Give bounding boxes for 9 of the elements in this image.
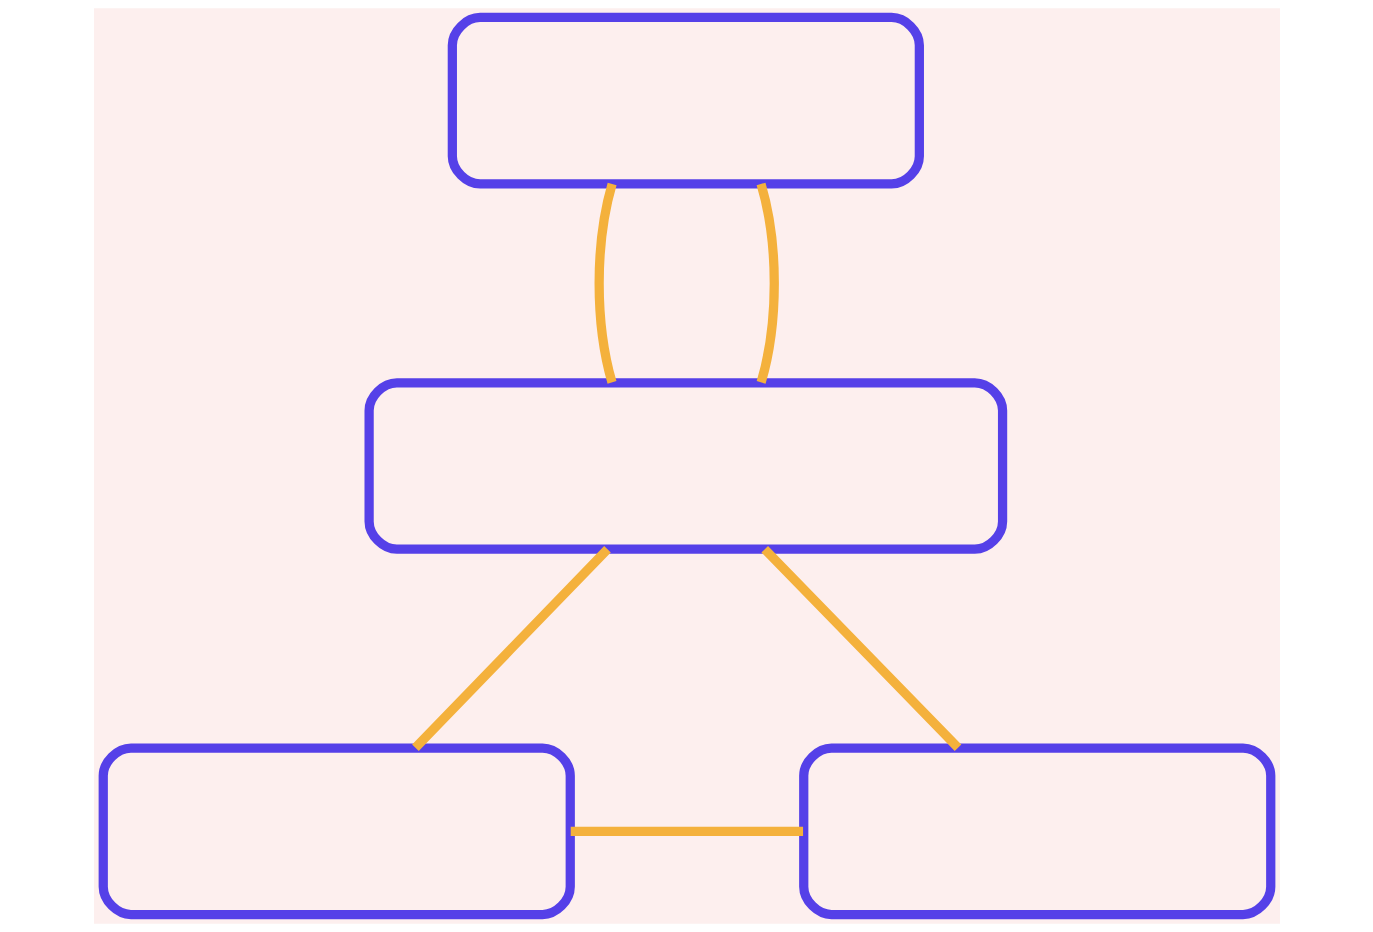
node-box	[364, 378, 1007, 554]
connector	[570, 826, 803, 836]
node-box	[798, 743, 1275, 920]
connector	[760, 546, 961, 751]
connector	[756, 182, 779, 384]
node-box	[98, 743, 575, 920]
node-box	[447, 12, 924, 189]
connector	[594, 182, 617, 384]
connector	[411, 546, 611, 751]
